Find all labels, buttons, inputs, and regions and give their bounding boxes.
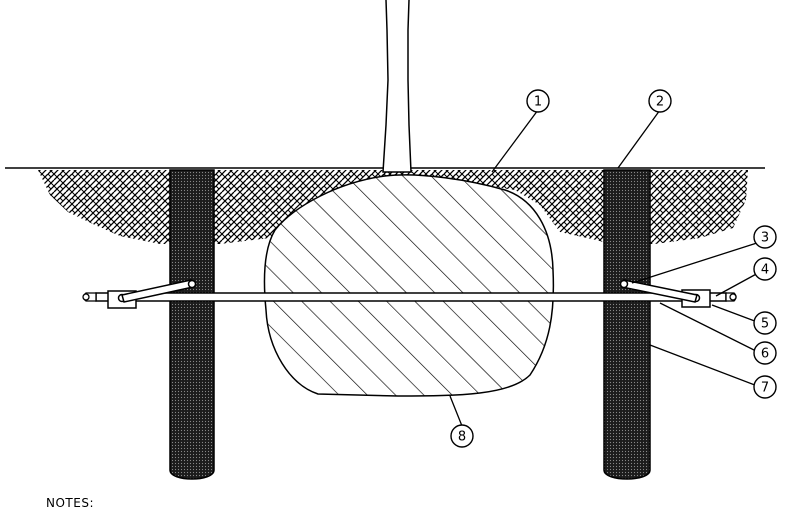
- soil-backfill: [38, 170, 748, 244]
- right-pile-pin-icon: [619, 279, 629, 289]
- callout-circle: [753, 375, 777, 399]
- callout-3: 3: [753, 225, 777, 249]
- callout-circle: [753, 341, 777, 365]
- callout-number: 1: [534, 95, 542, 110]
- callout-number: 8: [458, 430, 466, 445]
- callout-circle: [753, 225, 777, 249]
- callout-number: 7: [761, 381, 769, 396]
- left-pile: [169, 169, 215, 480]
- callout-circle: [648, 89, 672, 113]
- root-ball: [263, 174, 555, 397]
- callout-5: 5: [753, 311, 777, 335]
- callout-8: 8: [450, 424, 474, 448]
- tree-trunk: [382, 0, 412, 173]
- tie-rod: [95, 292, 727, 302]
- callout-number: 6: [761, 347, 769, 362]
- right-pile: [603, 169, 651, 480]
- callout-circle: [526, 89, 550, 113]
- callout-4: 4: [753, 257, 777, 281]
- callout-number: 5: [761, 317, 769, 332]
- callout-7: 7: [753, 375, 777, 399]
- leader-lines: [449, 109, 761, 427]
- callout-number: 3: [761, 231, 769, 246]
- callout-number: 4: [761, 263, 769, 278]
- left-pile-pin-icon: [187, 279, 197, 289]
- callout-6: 6: [753, 341, 777, 365]
- callout-group: 1 2 3 4 5 6 7 8: [450, 89, 777, 448]
- left-rod-end-hook-icon: [82, 293, 90, 301]
- callout-circle: [753, 257, 777, 281]
- callout-1: 1: [526, 89, 550, 113]
- callout-2: 2: [648, 89, 672, 113]
- callout-circle: [450, 424, 474, 448]
- callout-number: 2: [656, 95, 664, 110]
- callout-circle: [753, 311, 777, 335]
- notes-heading: NOTES:: [46, 496, 94, 510]
- right-rod-end-hook-icon: [729, 293, 737, 301]
